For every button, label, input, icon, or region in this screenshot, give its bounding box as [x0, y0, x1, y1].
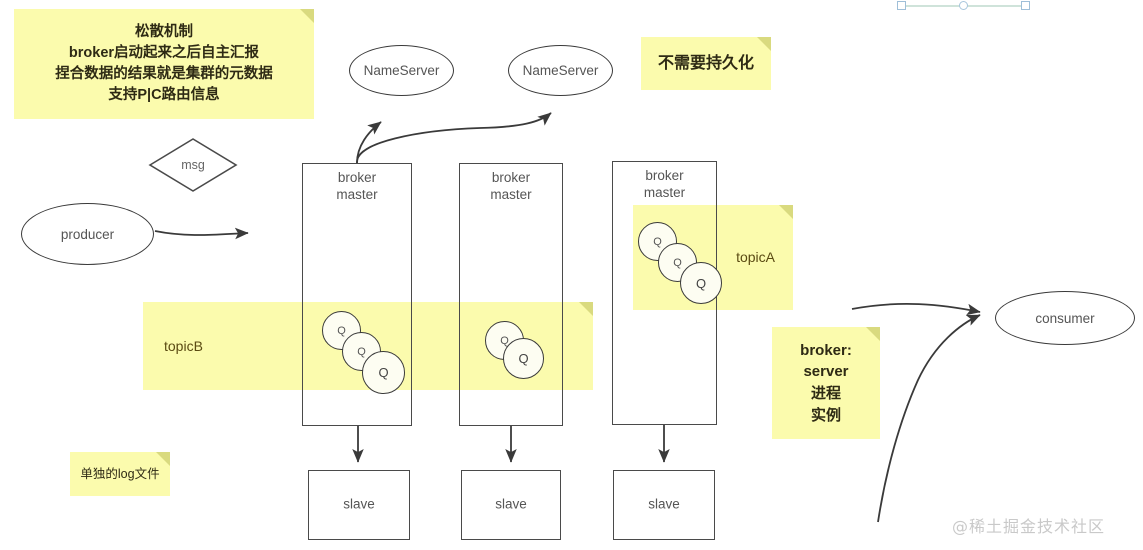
- producer-label: producer: [60, 226, 115, 242]
- note-mechanism[interactable]: 松散机制 broker启动起来之后自主汇报 捏合数据的结果就是集群的元数据 支持…: [14, 9, 314, 119]
- selection-handles-widget[interactable]: [893, 0, 1033, 12]
- nameserver-label: NameServer: [522, 63, 599, 78]
- broker-master-label: broker master: [643, 168, 686, 200]
- broker-master-label: broker master: [336, 170, 378, 202]
- arrow-brokers-to-consumer-lower: [877, 314, 981, 523]
- queue-label: Q: [695, 275, 707, 291]
- nameserver-label: NameServer: [363, 63, 440, 78]
- broker-master-label: broker master: [490, 170, 532, 202]
- nameserver-node-1[interactable]: NameServer: [349, 45, 454, 96]
- note-fold-icon: [779, 205, 793, 219]
- selection-handle-right-icon[interactable]: [1021, 1, 1030, 10]
- note-broker-definition[interactable]: broker: server 进程 实例: [772, 327, 880, 439]
- note-fold-icon: [757, 37, 771, 51]
- producer-node[interactable]: producer: [21, 203, 154, 265]
- arrow-broker1-to-nameserver1: [356, 121, 382, 164]
- queue-label: Q: [673, 256, 682, 269]
- note-fold-icon: [300, 9, 314, 23]
- note-no-persistence-text: 不需要持久化: [657, 54, 754, 72]
- slave-label: slave: [343, 496, 375, 512]
- msg-label: msg: [181, 158, 205, 172]
- nameserver-node-2[interactable]: NameServer: [508, 45, 613, 96]
- queue-circle-topic-b-1-3[interactable]: Q: [362, 351, 405, 394]
- note-log-file[interactable]: 单独的log文件: [70, 452, 170, 496]
- slave-box-2[interactable]: slave: [461, 470, 561, 540]
- note-topic-b-label: topicB: [164, 337, 203, 354]
- broker-master-box-1[interactable]: broker master: [302, 163, 412, 426]
- note-mechanism-text: 松散机制 broker启动起来之后自主汇报 捏合数据的结果就是集群的元数据 支持…: [55, 23, 273, 104]
- watermark: @稀土掘金技术社区: [952, 517, 1106, 536]
- msg-diamond-node[interactable]: msg: [150, 139, 236, 191]
- queue-label: Q: [500, 334, 509, 347]
- note-log-file-text: 单独的log文件: [80, 466, 160, 481]
- queue-label: Q: [357, 345, 366, 358]
- queue-circle-topic-a-3[interactable]: Q: [680, 262, 722, 304]
- note-fold-icon: [156, 452, 170, 466]
- selection-handle-mid-icon[interactable]: [959, 1, 968, 10]
- note-fold-icon: [866, 327, 880, 341]
- slave-label: slave: [495, 496, 527, 512]
- queue-label: Q: [378, 365, 389, 380]
- slave-box-3[interactable]: slave: [613, 470, 715, 540]
- note-no-persistence[interactable]: 不需要持久化: [641, 37, 771, 90]
- consumer-node[interactable]: consumer: [995, 291, 1135, 345]
- broker-master-box-2[interactable]: broker master: [459, 163, 563, 426]
- arrow-broker1-to-nameserver2: [356, 112, 552, 164]
- slave-box-1[interactable]: slave: [308, 470, 410, 540]
- note-fold-icon: [579, 302, 593, 316]
- note-broker-definition-text: broker: server 进程 实例: [800, 341, 852, 424]
- arrow-brokers-to-consumer-upper: [851, 302, 981, 316]
- queue-circle-topic-b-2-2[interactable]: Q: [503, 338, 544, 379]
- queue-label: Q: [518, 351, 529, 366]
- queue-label: Q: [337, 324, 346, 337]
- slave-label: slave: [648, 496, 680, 512]
- selection-handle-left-icon[interactable]: [897, 1, 906, 10]
- queue-label: Q: [653, 235, 662, 248]
- arrow-producer-to-brokers: [154, 227, 249, 240]
- consumer-label: consumer: [1035, 310, 1095, 326]
- note-topic-a-label: topicA: [736, 249, 775, 266]
